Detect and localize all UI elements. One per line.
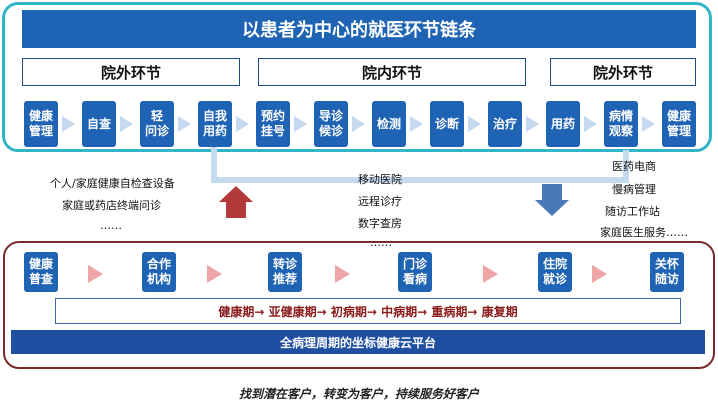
health-stages: 健康期→ 亚健康期→ 初病期→ 中病期→ 重病期→ 康复期 [55, 298, 681, 324]
arrow-right-icon [584, 116, 597, 132]
lifecycle-frame [3, 241, 715, 369]
arrow-right-icon [236, 116, 249, 132]
arrow-right-icon [178, 116, 191, 132]
note-left-2: 家庭或药店终端问诊 [62, 199, 161, 212]
step-health-management: 健康 管理 [24, 101, 58, 147]
step-light-consultation: 轻 问诊 [140, 101, 174, 147]
step-condition-observation: 病情 观察 [604, 101, 638, 147]
arrow-right-icon [410, 116, 423, 132]
step-diagnosis: 诊断 [430, 101, 464, 147]
slogan: 找到潜在客户，转变为客户，持续服务好客户 [238, 387, 479, 401]
step-testing: 检测 [372, 101, 406, 147]
step-hospitalization: 住院 就诊 [538, 252, 572, 292]
section-outside-hospital-left: 院外环节 [22, 58, 240, 86]
section-outside-hospital-right: 院外环节 [550, 58, 696, 86]
note-right-3: 随访工作站 [605, 205, 660, 218]
arrow-right-icon [526, 116, 539, 132]
step-treatment: 治疗 [488, 101, 522, 147]
arrow-right-icon [483, 265, 498, 283]
note-right-2: 慢病管理 [612, 183, 656, 196]
step-self-medication: 自我 用药 [198, 101, 232, 147]
in-hospital-chain-frame [2, 2, 712, 152]
arrow-right-icon [335, 265, 350, 283]
note-middle-3: 数字查房 [358, 217, 402, 230]
arrow-right-icon [642, 116, 655, 132]
section-inside-hospital: 院内环节 [258, 58, 526, 86]
step-health-management-end: 健康 管理 [662, 101, 696, 147]
arrow-right-icon [62, 116, 75, 132]
note-right-4: 家庭医生服务…… [600, 226, 688, 239]
step-self-check: 自查 [82, 101, 116, 147]
note-left-3: …… [100, 219, 122, 232]
up-arrow-icon [219, 186, 253, 218]
step-care-followup: 关怀 随访 [650, 252, 684, 292]
arrow-right-icon [294, 116, 307, 132]
down-arrow-icon [535, 184, 569, 216]
note-left-1: 个人/家庭健康自检查设备 [50, 177, 175, 190]
step-guided-waiting: 导诊 候诊 [314, 101, 348, 147]
arrow-right-icon [88, 265, 103, 283]
note-middle-1: 移动医院 [358, 173, 402, 186]
note-right-1: 医药电商 [612, 160, 656, 173]
arrow-right-icon [592, 265, 607, 283]
step-partner-institution: 合作 机构 [142, 252, 176, 292]
arrow-right-icon [120, 116, 133, 132]
note-middle-2: 远程诊疗 [358, 195, 402, 208]
step-referral: 转诊 推荐 [268, 252, 302, 292]
step-appointment: 预约 挂号 [256, 101, 290, 147]
step-medication: 用药 [546, 101, 580, 147]
arrow-right-icon [468, 116, 481, 132]
diagram-title: 以患者为中心的就医环节链条 [22, 10, 696, 48]
step-health-screening: 健康 普查 [24, 252, 58, 292]
step-outpatient: 门诊 看病 [398, 252, 432, 292]
platform-banner: 全病理周期的坐标健康云平台 [11, 330, 705, 354]
arrow-right-icon [352, 116, 365, 132]
arrow-right-icon [207, 265, 222, 283]
